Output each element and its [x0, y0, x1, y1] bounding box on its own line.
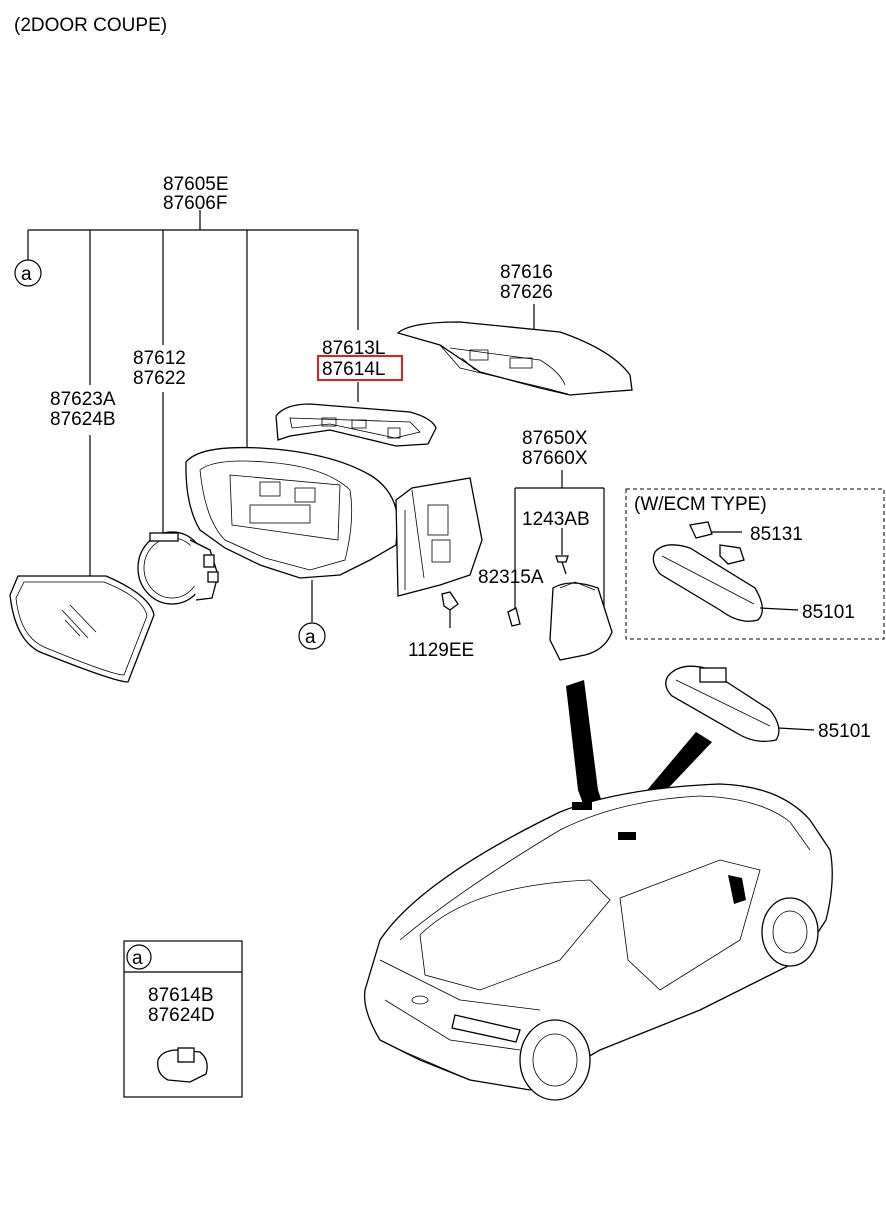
- label-87622: 87622: [133, 368, 186, 389]
- ecm-option-box: [625, 488, 885, 640]
- label-87623A: 87623A: [50, 389, 116, 410]
- ecm-mirror-part: [652, 544, 799, 622]
- highlight-box: [317, 355, 403, 381]
- actuator-part: [137, 531, 219, 605]
- car-illustration: [363, 783, 833, 1101]
- diagram-title: (2DOOR COUPE): [14, 15, 167, 36]
- label-87616: 87616: [500, 262, 553, 283]
- ref-a-label-detail: a: [132, 948, 143, 969]
- assembly-leader-lines: [27, 210, 359, 622]
- ref-a-label-mid: a: [305, 627, 316, 648]
- ref-a-circle-mid: [298, 622, 326, 650]
- trim-cover-part: [507, 581, 613, 661]
- inside-mirror-part: [665, 665, 815, 743]
- label-87613L: 87613L: [322, 338, 385, 359]
- ref-a-circle-top: [14, 259, 42, 287]
- detail-box-a: [123, 940, 243, 1098]
- label-87606F: 87606F: [163, 193, 227, 214]
- mirror-glass-part: [9, 575, 155, 683]
- ecm-bracket-part: [689, 521, 745, 565]
- label-87660X: 87660X: [522, 448, 588, 469]
- side-repeater-lamp-part: [275, 403, 437, 447]
- label-87624D: 87624D: [148, 1005, 215, 1026]
- label-87614L: 87614L: [322, 359, 385, 380]
- bolt-part: [441, 591, 459, 628]
- label-85131: 85131: [750, 524, 803, 545]
- ref-a-label-top: a: [21, 264, 32, 285]
- label-ecm-type: (W/ECM TYPE): [634, 494, 767, 515]
- label-87605E: 87605E: [163, 174, 229, 195]
- label-87650X: 87650X: [522, 428, 588, 449]
- detail-part-87614B: [157, 1047, 208, 1083]
- label-85101: 85101: [818, 721, 871, 742]
- ref-a-circle-detail: [126, 944, 152, 970]
- mirror-cover-part: [396, 321, 633, 396]
- label-87626: 87626: [500, 282, 553, 303]
- label-82315A: 82315A: [478, 567, 544, 588]
- trim-bracket-lines: [514, 470, 605, 612]
- label-1129EE: 1129EE: [408, 640, 474, 661]
- label-1243AB: 1243AB: [522, 509, 590, 530]
- label-87612: 87612: [133, 348, 186, 369]
- label-87614B: 87614B: [148, 985, 214, 1006]
- screw-part: [555, 555, 569, 575]
- label-85101-ecm: 85101: [802, 602, 855, 623]
- mirror-housing-part: [185, 446, 483, 597]
- label-87624B: 87624B: [50, 409, 116, 430]
